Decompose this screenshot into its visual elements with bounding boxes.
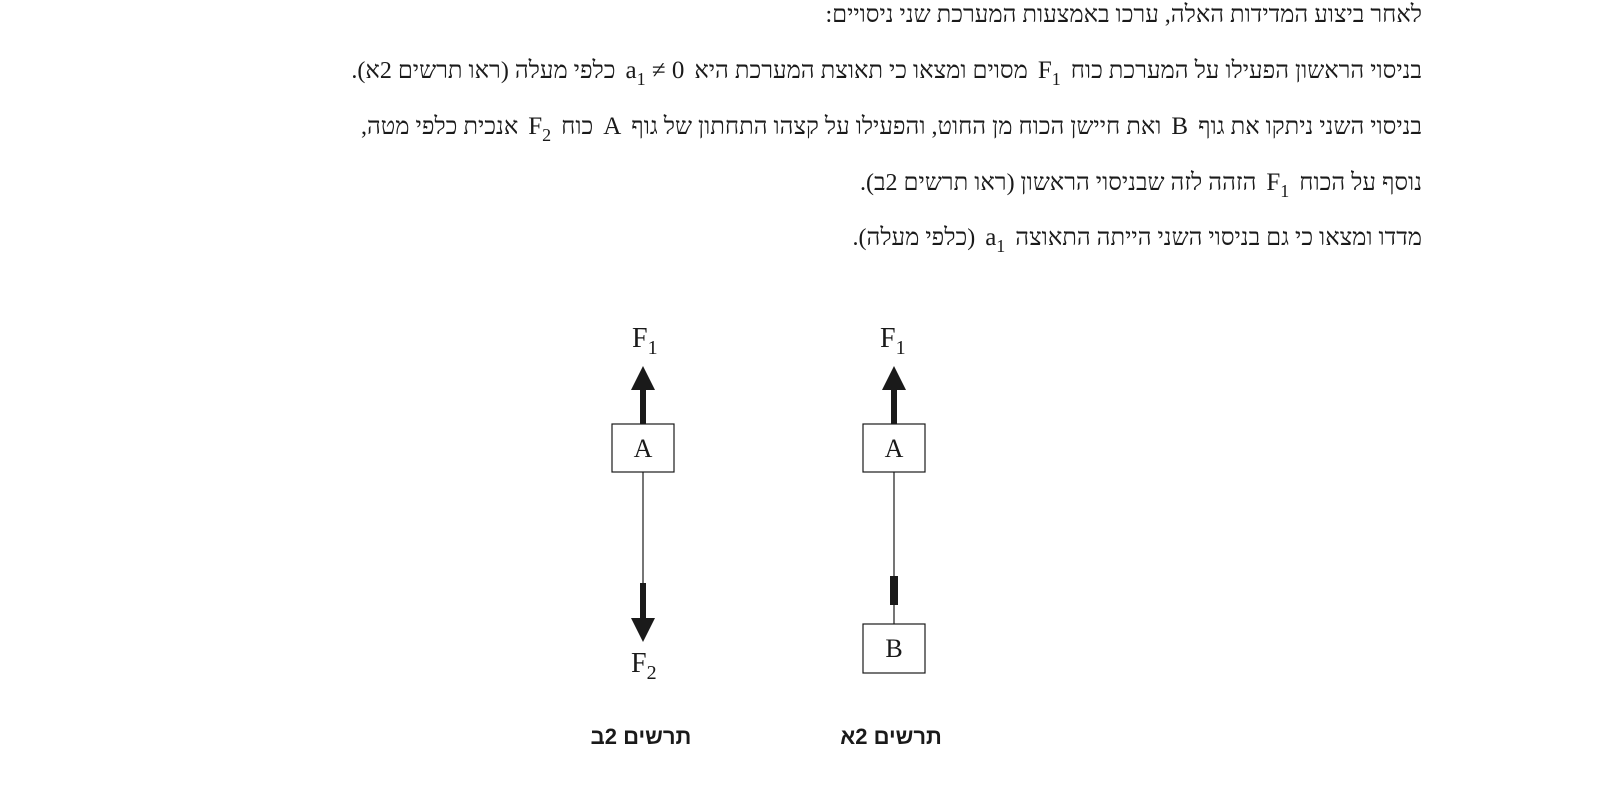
math-subscript: 1: [1051, 69, 1061, 89]
body-a-box: [611, 423, 675, 473]
math-base: a: [625, 57, 637, 84]
text-segment: מסוים ומצאו כי תאוצת המערכת היא: [694, 58, 1028, 84]
force-f2-label: F2: [631, 648, 657, 684]
text-segment: הזהה לזה שבניסוי הראשון (ראו תרשים 2ב).: [859, 170, 1257, 196]
force-f1-label: F1: [632, 323, 658, 359]
math-symbol: B: [1171, 112, 1188, 142]
text-segment: ואת חיישן הכוח מן החוט, והפעילו על קצהו …: [631, 114, 1162, 140]
text-line: מדדו ומצאו כי גם בניסוי השני הייתה התאוצ…: [852, 223, 1422, 256]
body-a-label: A: [634, 434, 653, 463]
caption-diagram-2b: תרשים 2ב: [590, 724, 692, 749]
text-segment: (כלפי מעלה).: [852, 225, 976, 251]
text-line: בניסוי הראשון הפעילו על המערכת כוחF1מסוי…: [351, 56, 1422, 89]
math-base: B: [1171, 113, 1189, 140]
text-line: נוסף על הכוח F1 הזהה לזה שבניסוי הראשון (ר…: [859, 168, 1422, 201]
text-segment: כלפי מעלה (ראו תרשים 2א).: [351, 58, 616, 84]
math-subscript: 2: [542, 125, 552, 145]
text-segment: בניסוי הראשון הפעילו על המערכת כוח: [1070, 58, 1422, 84]
math-subscript: 1: [636, 69, 646, 89]
math-symbol: F1: [1266, 168, 1290, 201]
text-segment: לאחר ביצוע המדידות האלה, ערכו באמצעות המ…: [825, 2, 1422, 28]
caption-diagram-2a: תרשים 2א: [840, 724, 942, 749]
diagram-2a: F1 A B: [862, 323, 926, 674]
force-sensor: [890, 576, 898, 605]
force-f1-label: F1: [880, 323, 906, 359]
text-line: בניסוי השני ניתקו את גוף B ואת חיישן הכוח …: [361, 112, 1422, 145]
text-segment: מדדו ומצאו כי גם בניסוי השני הייתה התאוצ…: [1015, 225, 1422, 251]
body-a-label: A: [885, 434, 904, 463]
math-symbol: F1: [1037, 56, 1061, 89]
text-line: לאחר ביצוע המדידות האלה, ערכו באמצעות המ…: [825, 0, 1422, 30]
body-a-box: [862, 423, 926, 473]
math-symbol: F2: [528, 112, 552, 145]
math-relation: ≠ 0: [645, 57, 685, 84]
math-symbol: a1 ≠ 0: [625, 56, 685, 89]
math-base: F: [1266, 169, 1281, 196]
math-symbol: a1: [985, 223, 1006, 256]
text-segment: כוח: [561, 114, 594, 140]
text-segment: בניסוי השני ניתקו את גוף: [1198, 114, 1422, 140]
body-b-box: [862, 623, 926, 674]
math-base: F: [528, 113, 543, 140]
math-base: A: [603, 113, 622, 140]
math-subscript: 1: [1280, 181, 1290, 201]
math-symbol: A: [603, 112, 621, 142]
math-subscript: 1: [996, 236, 1006, 256]
math-base: F: [1037, 57, 1052, 84]
text-segment: אנכית כלפי מטה,: [361, 114, 519, 140]
text-segment: נוסף על הכוח: [1299, 170, 1422, 196]
math-base: a: [985, 224, 997, 251]
body-b-label: B: [885, 634, 902, 663]
diagram-2b: F1 A F2: [611, 323, 675, 684]
